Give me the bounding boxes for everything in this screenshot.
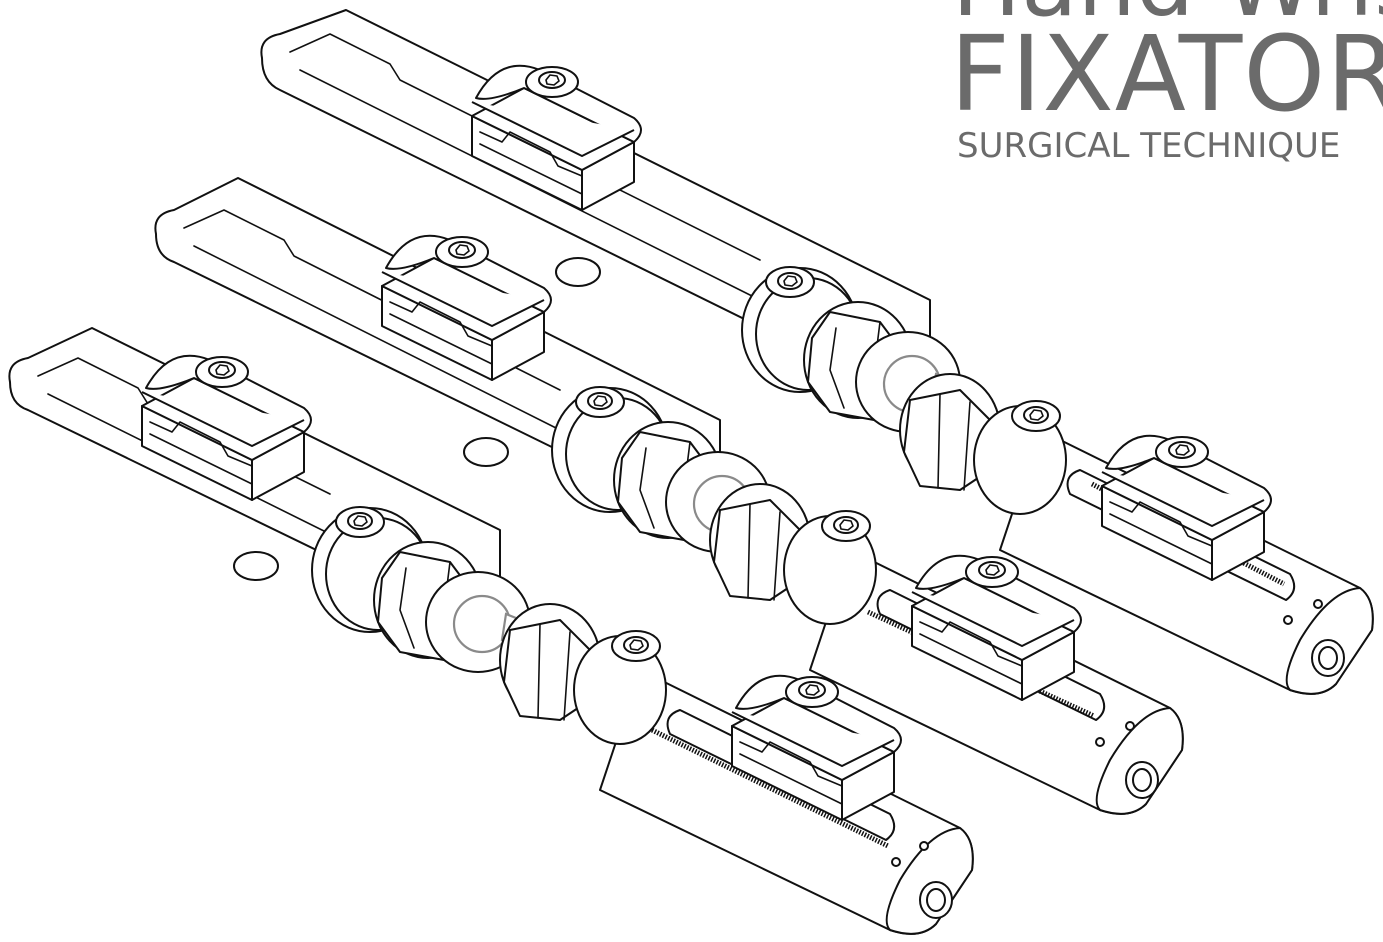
fixator-assembly-top: [260, 9, 1374, 695]
fixator-assembly-bottom: [8, 327, 974, 935]
title-fixator: FIXATOR: [950, 13, 1383, 135]
subtitle-surgical-technique: SURGICAL TECHNIQUE: [957, 126, 1341, 166]
fixator-assembly-middle: [154, 177, 1184, 815]
title-hand-wrist: Hand-Wrist: [952, 0, 1383, 30]
